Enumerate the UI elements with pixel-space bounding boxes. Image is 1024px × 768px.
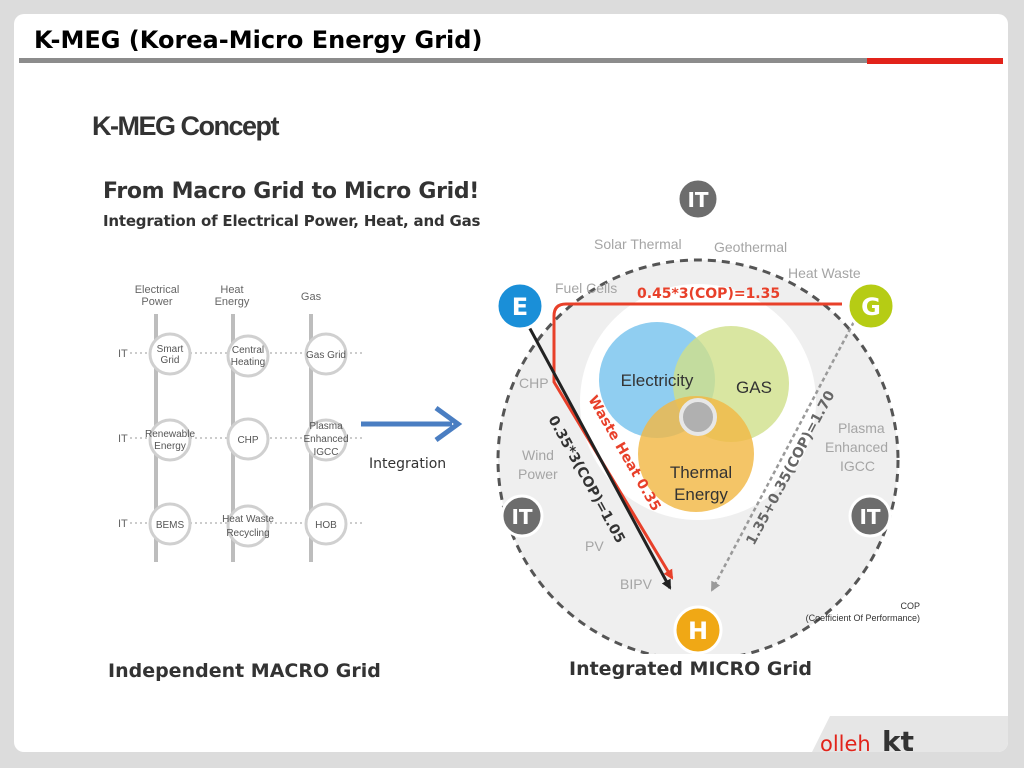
- label-geothermal: Geothermal: [714, 239, 787, 255]
- outer-dashed-ring: [496, 258, 900, 654]
- label-micro-grid: Integrated MICRO Grid: [569, 658, 812, 680]
- col-header-heat-2: Energy: [215, 296, 250, 308]
- label-macro-grid: Independent MACRO Grid: [108, 660, 381, 682]
- node-label-smart-1: Smart: [157, 344, 184, 355]
- integration-arrow: Integration: [361, 405, 463, 472]
- col-header-power-2: Power: [141, 296, 173, 308]
- venn-thermal: [638, 396, 754, 512]
- col-header-heat-1: Heat: [220, 284, 243, 296]
- col-header-gas: Gas: [301, 291, 322, 303]
- venn-label-energy: Energy: [674, 485, 728, 504]
- label-enhanced: Enhanced: [825, 439, 888, 455]
- g-badge: [846, 281, 896, 331]
- col-header-power-1: Electrical: [135, 284, 180, 296]
- row-label-it-2: IT: [118, 433, 128, 445]
- e-badge: [495, 281, 545, 331]
- venn-center-dot: [679, 398, 717, 436]
- node-smart-grid: [148, 332, 192, 376]
- venn-label-gas: GAS: [736, 378, 772, 397]
- section-title: K-MEG Concept: [92, 111, 280, 141]
- node-bems: [148, 502, 192, 546]
- label-solar-thermal: Solar Thermal: [594, 236, 682, 252]
- node-label-gasgrid: Gas Grid: [306, 350, 346, 361]
- label-heat-waste: Heat Waste: [788, 265, 861, 281]
- node-label-renew-1: Renewable: [145, 429, 195, 440]
- cop-note-line2: (Coefficient Of Performance): [805, 613, 920, 623]
- cop-note-line1: COP: [900, 601, 920, 611]
- macro-grid-diagram: Electrical Power Heat Energy Gas IT IT I…: [118, 284, 362, 562]
- node-label-chp: CHP: [237, 435, 258, 446]
- node-heat-waste: [226, 504, 270, 548]
- red-arrow-e-to-h: [552, 302, 842, 580]
- node-chp: [226, 417, 270, 461]
- node-label-bems: BEMS: [156, 520, 185, 531]
- gray-arrow-g-to-h: [710, 315, 859, 592]
- node-hob: [304, 502, 348, 546]
- node-gas-grid: [304, 332, 348, 376]
- node-plasma: [304, 418, 348, 462]
- label-power: Power: [518, 466, 558, 482]
- slide: K-MEG (Korea-Micro Energy Grid) K-MEG Co…: [14, 14, 1008, 752]
- it-badge-right-label: IT: [859, 505, 880, 529]
- node-label-central-2: Heating: [231, 357, 265, 368]
- title-underline-gray: [19, 58, 867, 63]
- node-central-heating: [226, 334, 270, 378]
- label-bipv: BIPV: [620, 576, 653, 592]
- h-badge-label: H: [688, 617, 708, 645]
- venn-label-electricity: Electricity: [621, 371, 694, 390]
- it-badge-top-label: IT: [687, 188, 708, 212]
- label-fuel-cells: Fuel Cells: [555, 280, 617, 296]
- h-badge: [673, 605, 723, 654]
- label-pv: PV: [585, 538, 604, 554]
- label-igcc: IGCC: [840, 458, 875, 474]
- node-label-renew-2: Energy: [154, 441, 186, 452]
- node-label-hob: HOB: [315, 520, 337, 531]
- node-label-heatwaste-1: Heat Waste: [222, 514, 274, 525]
- it-badge-left: [500, 494, 544, 538]
- label-plasma: Plasma: [838, 420, 885, 436]
- logo-olleh: olleh: [820, 732, 871, 752]
- row-label-it-1: IT: [118, 348, 128, 360]
- it-badge-right: [848, 494, 892, 538]
- label-wind: Wind: [522, 447, 554, 463]
- it-badge-left-label: IT: [511, 505, 532, 529]
- node-label-plasma-3: IGCC: [314, 447, 339, 458]
- formula-eg: 0.45*3(COP)=1.35: [637, 286, 780, 302]
- subheadline: Integration of Electrical Power, Heat, a…: [103, 212, 481, 230]
- it-badge-top: [676, 177, 720, 221]
- row-label-it-3: IT: [118, 518, 128, 530]
- olleh-kt-logo: olleh kt: [812, 716, 1008, 752]
- arrow-head-icon: [434, 405, 463, 443]
- headline: From Macro Grid to Micro Grid!: [103, 179, 480, 204]
- node-label-plasma-1: Plasma: [309, 421, 343, 432]
- page-title: K-MEG (Korea-Micro Energy Grid): [34, 26, 483, 54]
- logo-kt: kt: [882, 725, 914, 752]
- e-badge-label: E: [512, 293, 528, 321]
- node-renewable: [148, 418, 192, 462]
- node-label-heatwaste-2: Recycling: [226, 528, 269, 539]
- title-underline-red: [867, 58, 1003, 64]
- micro-grid-diagram: Electricity GAS Thermal Energy Solar The…: [495, 177, 900, 654]
- g-badge-label: G: [861, 293, 881, 321]
- node-label-plasma-2: Enhanced: [303, 434, 348, 445]
- node-label-central-1: Central: [232, 345, 264, 356]
- node-label-smart-2: Grid: [161, 355, 180, 366]
- integration-label: Integration: [369, 456, 446, 472]
- black-arrow-e-to-h: [519, 311, 672, 590]
- venn-label-thermal: Thermal: [670, 463, 732, 482]
- label-chp: CHP: [519, 375, 549, 391]
- cop-note: COP (Coefficient Of Performance): [806, 600, 920, 624]
- logo-backdrop: [812, 716, 1008, 752]
